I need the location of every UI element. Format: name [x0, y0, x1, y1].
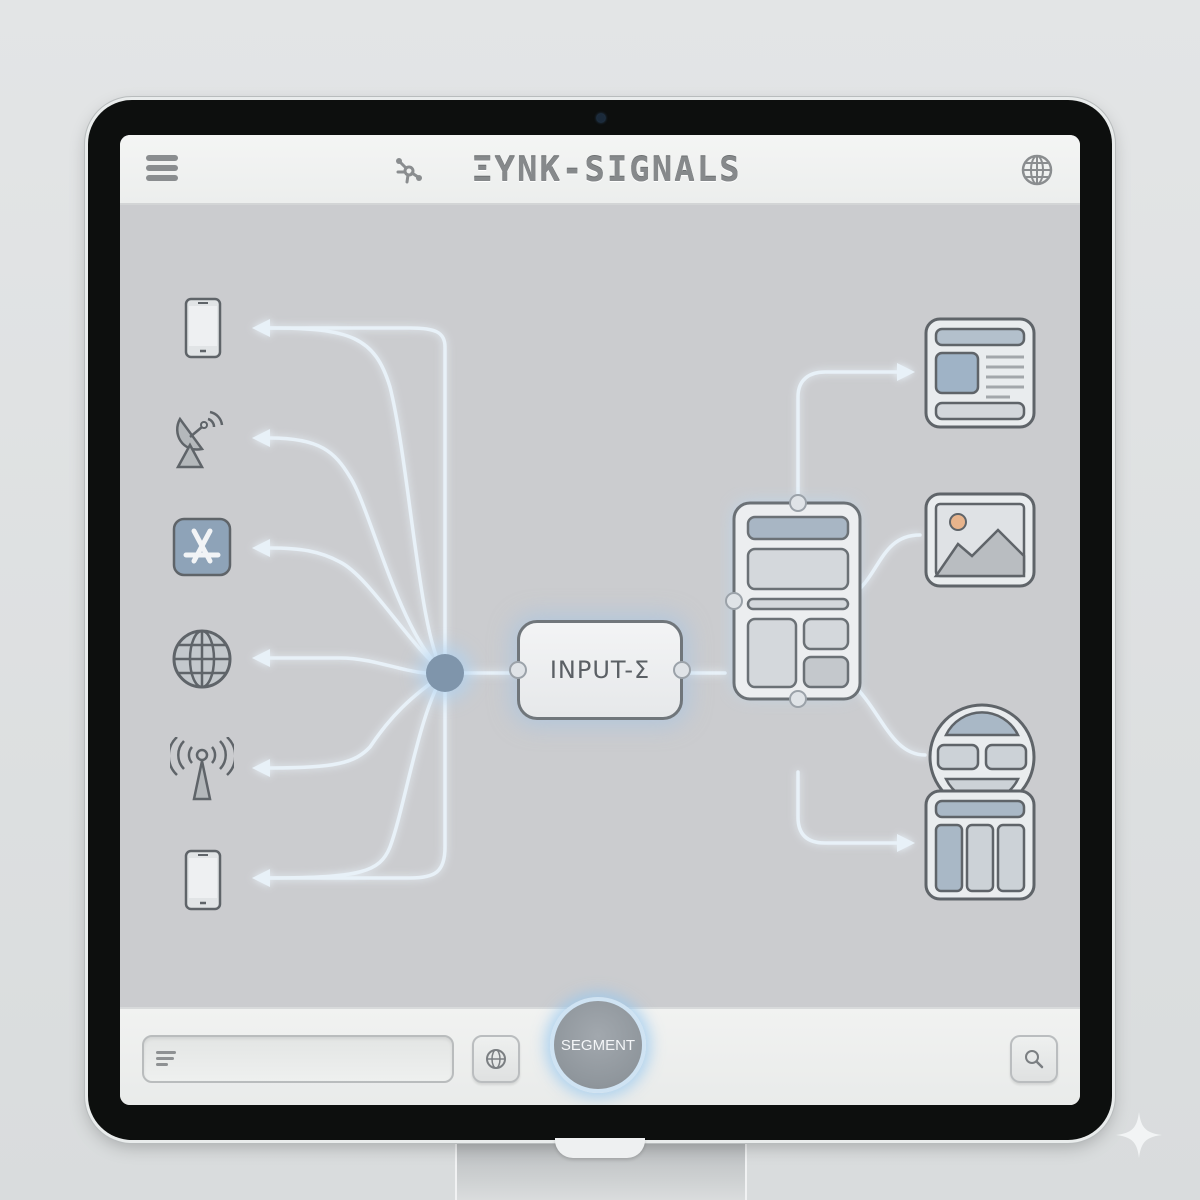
input-port-right[interactable] — [673, 661, 691, 679]
image-icon[interactable] — [922, 482, 1038, 598]
input-sigma-node[interactable]: INPUT-Σ — [509, 620, 691, 720]
search-icon — [1025, 1050, 1044, 1069]
globe-button[interactable] — [472, 1035, 520, 1083]
input-node-label: INPUT-Σ — [549, 656, 651, 684]
webcam — [597, 114, 605, 122]
search-button[interactable] — [1010, 1035, 1058, 1083]
article-layout-icon[interactable] — [922, 315, 1038, 431]
hamburger-menu-icon[interactable] — [144, 155, 180, 185]
globe-icon[interactable] — [1020, 153, 1054, 187]
text-lines-icon — [156, 1051, 178, 1067]
sparkle-icon — [1116, 1112, 1162, 1158]
monitor-hinge — [555, 1138, 645, 1158]
page-layout-node[interactable] — [720, 487, 870, 787]
flow-canvas: INPUT-Σ — [120, 207, 1080, 1007]
segment-button[interactable]: SEGMENT — [550, 997, 646, 1093]
smartphone-icon[interactable] — [170, 295, 234, 359]
app-header: ΞYNK-SIGNALS — [120, 135, 1080, 205]
molecule-network-icon — [396, 158, 422, 184]
radio-tower-icon[interactable] — [170, 737, 234, 801]
app-title: ΞYNK-SIGNALS — [472, 150, 742, 190]
app-store-icon[interactable] — [170, 515, 234, 579]
flow-lines — [252, 319, 927, 887]
globe-icon — [486, 1049, 506, 1069]
satellite-dish-icon[interactable] — [168, 407, 232, 471]
smartphone-icon[interactable] — [170, 847, 234, 911]
query-input[interactable] — [142, 1035, 454, 1083]
segment-label: SEGMENT — [560, 1036, 636, 1054]
app-window: ΞYNK-SIGNALS — [120, 135, 1080, 1105]
columns-layout-icon[interactable] — [922, 787, 1038, 903]
input-port-left[interactable] — [509, 661, 527, 679]
bottom-toolbar: SEGMENT — [120, 997, 1080, 1105]
globe-icon[interactable] — [170, 627, 234, 691]
signal-hub-node[interactable] — [426, 654, 464, 692]
